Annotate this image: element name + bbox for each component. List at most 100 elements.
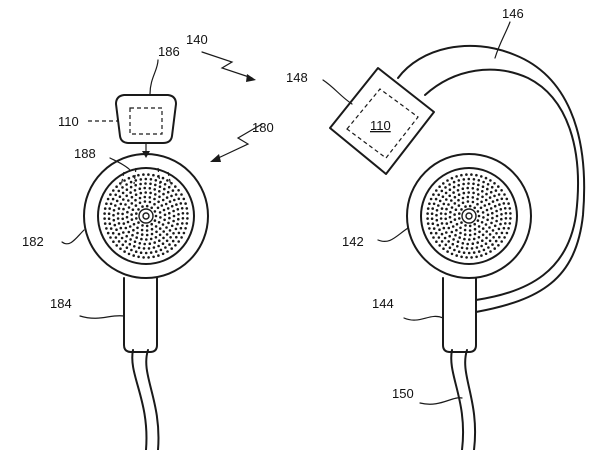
grille-dot [185, 222, 189, 225]
grille-dot [132, 228, 135, 232]
grille-dot [149, 182, 152, 186]
grille-dot [170, 224, 174, 228]
grille-dot [476, 197, 479, 201]
grille-dot [168, 229, 172, 232]
grille-dot [105, 202, 108, 205]
grille-dot [463, 237, 466, 241]
grille-dot [138, 187, 142, 190]
grille-dot [144, 251, 148, 255]
grille-dot [481, 227, 485, 230]
grille-dot [448, 188, 452, 191]
grille-dot [109, 236, 112, 239]
grille-dot [505, 231, 509, 235]
grille-dot [476, 219, 480, 222]
grille-dot [429, 197, 433, 201]
grille-dot [127, 176, 131, 180]
grille-dot [450, 199, 453, 202]
grille-dot [182, 231, 186, 235]
grille-dot [168, 243, 171, 246]
grille-dot [135, 212, 138, 215]
grille-dot [154, 214, 158, 218]
grille-dot [150, 232, 154, 236]
grille-dot [432, 193, 435, 196]
grille-dot [124, 240, 127, 243]
grille-dot [179, 202, 183, 205]
grille-dot [495, 232, 498, 235]
grille-dot [477, 183, 480, 187]
grille-dot [468, 229, 472, 232]
grille-dot [460, 208, 463, 211]
grille-dot [466, 200, 470, 203]
grille-dot [168, 211, 171, 215]
grille-dot [499, 222, 502, 226]
grille-dot [156, 206, 160, 210]
grille-dot [438, 244, 442, 247]
grille-dot [497, 227, 501, 231]
grille-dot [169, 236, 172, 239]
grille-dot [175, 235, 178, 239]
grille-dot [452, 191, 455, 194]
grille-dot [176, 222, 179, 226]
grille-dot [460, 255, 463, 259]
grille-dot [458, 236, 462, 239]
grille-dot [118, 195, 122, 198]
grille-dot [470, 256, 473, 259]
grille-dot [442, 182, 445, 185]
grille-dot [500, 217, 503, 221]
grille-dot [479, 206, 483, 210]
grille-dot [500, 213, 503, 216]
grille-dot [509, 217, 512, 220]
grille-dot [179, 226, 183, 230]
grille-dot [466, 242, 470, 246]
label-146: 146 [502, 6, 524, 21]
grille-dot [442, 247, 445, 250]
grille-dot [166, 179, 169, 182]
grille-dot [440, 240, 444, 243]
grille-dot [122, 198, 125, 201]
grille-dot [490, 185, 494, 189]
grille-dot [154, 250, 158, 253]
label-148: 148 [286, 70, 308, 85]
grille-dot [491, 216, 494, 220]
grille-dot [135, 236, 138, 239]
grille-dot [115, 185, 118, 188]
grille-dot [465, 173, 468, 176]
grille-dot [109, 202, 113, 206]
grille-dot [475, 255, 478, 259]
grille-dot [115, 244, 118, 247]
grille-dot [448, 234, 452, 238]
grille-dot [508, 222, 512, 225]
grille-dot [495, 209, 498, 213]
grille-dot [137, 246, 141, 250]
grille-dot [127, 230, 131, 234]
grille-dot [170, 247, 173, 250]
grille-dot [112, 240, 115, 243]
grille-dot [129, 185, 133, 189]
grille-dot [186, 212, 189, 215]
grille-dot [473, 232, 477, 236]
grille-dot [158, 190, 161, 193]
label-184: 184 [50, 296, 72, 311]
grille-dot [482, 180, 485, 184]
grille-dot [125, 183, 128, 186]
grille-dot [485, 208, 489, 212]
grille-dot [471, 187, 475, 190]
grille-dot [121, 186, 124, 189]
grille-dot [137, 208, 140, 211]
grille-dot [475, 246, 479, 249]
grille-dot [491, 229, 495, 232]
grille-dot [128, 225, 132, 228]
grille-dot [503, 193, 506, 196]
grille-dot [158, 227, 162, 230]
grille-dot [111, 197, 115, 201]
grille-dot [440, 189, 444, 193]
grille-dot [445, 198, 448, 201]
grille-dot [503, 207, 507, 210]
grille-dot [125, 246, 129, 249]
grille-dot [159, 248, 163, 252]
grille-dot [174, 244, 177, 247]
grille-dot [170, 182, 173, 185]
grille-dot [493, 182, 496, 185]
grille-dot [130, 213, 133, 216]
grille-dot [455, 254, 459, 257]
